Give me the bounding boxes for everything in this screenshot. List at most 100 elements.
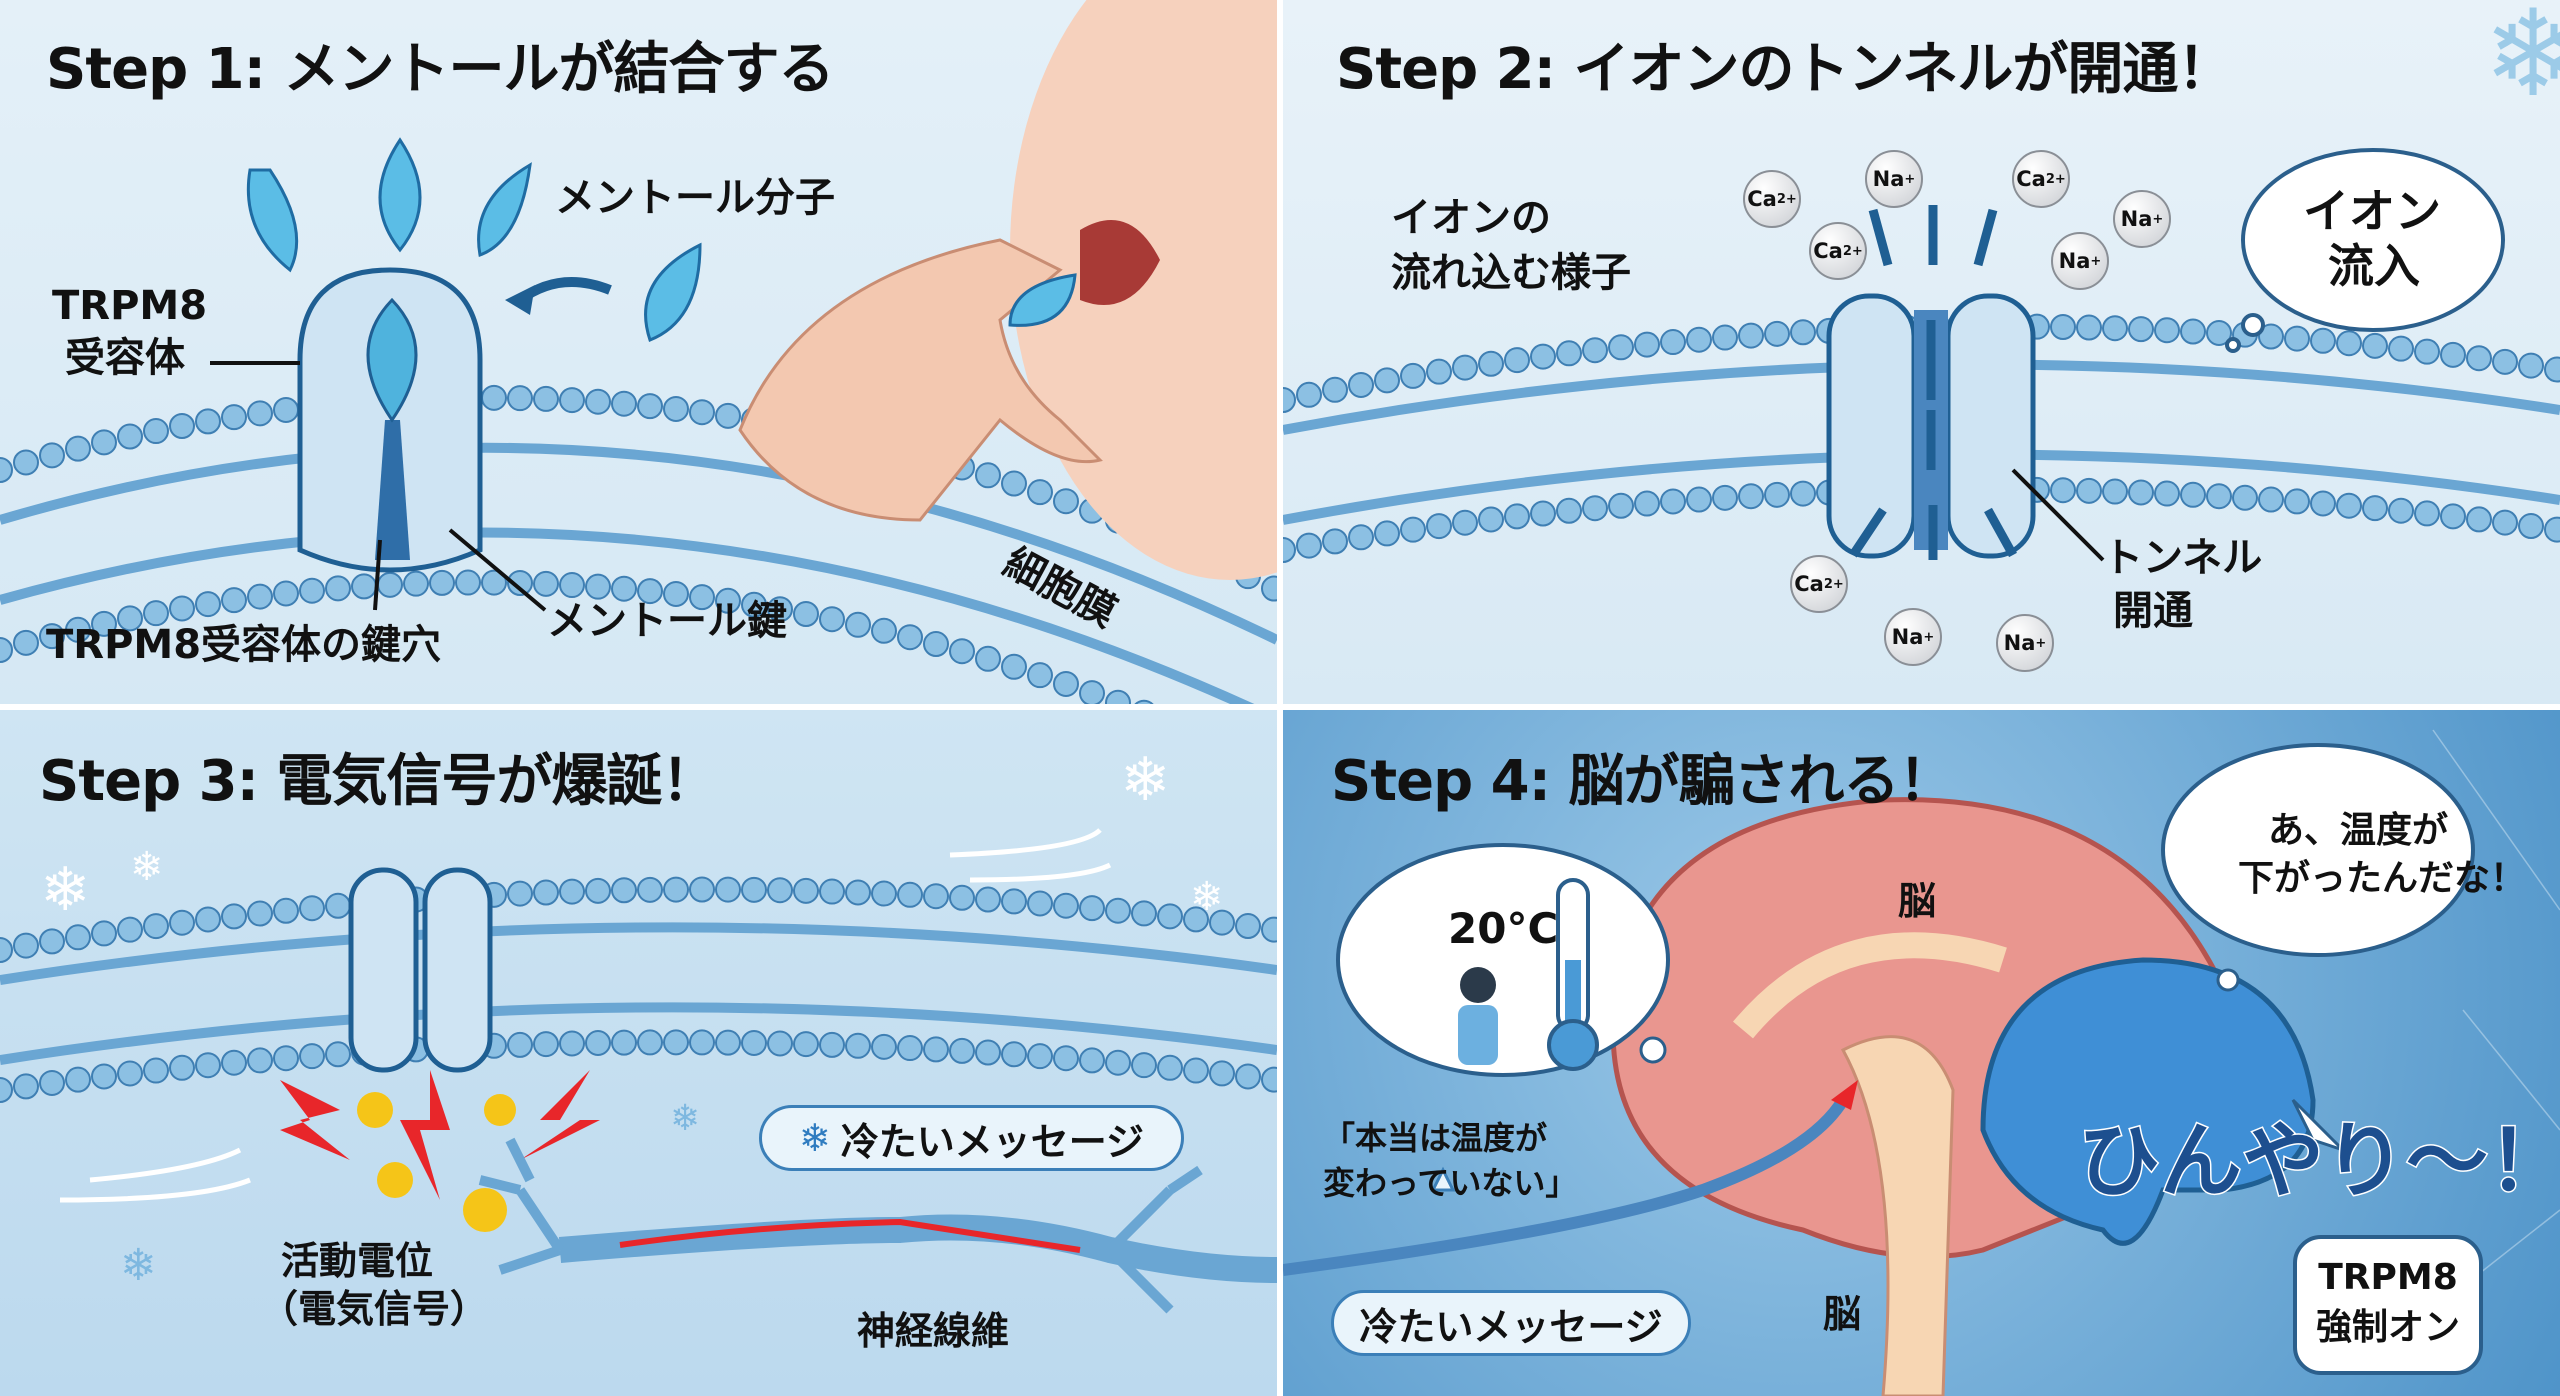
lipid-head — [299, 1043, 325, 1070]
menthol-molecule-label: メントール分子 — [555, 175, 835, 221]
cold-exclamation: ひんやり〜！ — [2076, 1113, 2560, 1211]
lipid-head — [1053, 892, 1079, 919]
lipid-head — [1105, 897, 1131, 924]
lipid-head — [949, 1037, 975, 1064]
lipid-head — [923, 1036, 949, 1063]
lipid-head — [273, 396, 299, 423]
lipid-head — [91, 429, 117, 456]
lipid-head — [2128, 479, 2154, 506]
lipid-head — [1608, 492, 1634, 519]
tunnel-label-2: 開通 — [2113, 588, 2193, 634]
brain-thought: あ、温度が — [2268, 810, 2449, 851]
lipid-head — [767, 1030, 793, 1057]
lipid-head — [2362, 495, 2388, 522]
lipid-head — [1504, 347, 1530, 374]
lipid-head — [923, 883, 949, 910]
lipid-head — [1027, 662, 1053, 689]
step3-title: Step 3: 電気信号が爆誕！ — [39, 749, 718, 814]
lipid-head — [689, 584, 715, 611]
ion-na: Na+ — [1865, 150, 1923, 208]
lipid-head — [845, 1032, 871, 1059]
lipid-head — [559, 572, 585, 599]
nerve-fiber — [558, 1214, 1277, 1283]
lipid-head — [1322, 376, 1348, 403]
channel-left — [1826, 293, 1917, 559]
lipid-head — [1235, 1063, 1261, 1090]
lipid-head — [1261, 1066, 1277, 1093]
lipid-head — [2076, 477, 2102, 504]
lipid-head — [637, 393, 663, 420]
lipid-head — [637, 876, 663, 903]
lipid-head — [2336, 492, 2362, 519]
lipid-head — [1400, 362, 1426, 389]
svg-text:❄: ❄ — [130, 844, 164, 890]
lipid-head — [871, 1033, 897, 1060]
lipid-head — [273, 897, 299, 924]
signal-illustration: ❄❄❄❄❄❄ — [0, 745, 1277, 1314]
lipid-head — [2544, 356, 2560, 383]
lipid-head — [1001, 1041, 1027, 1068]
lipid-head — [1261, 575, 1277, 602]
reality-note: 「本当は温度が — [1323, 1119, 1548, 1157]
lipid-head — [65, 924, 91, 951]
leaf-in-receptor — [366, 297, 418, 423]
lipid-head — [2440, 341, 2466, 368]
lipid-head — [2180, 318, 2206, 345]
lipid-head — [1131, 1052, 1157, 1079]
lipid-head — [0, 937, 13, 963]
lipid-head — [845, 611, 871, 638]
bubble-text: イオン — [2303, 184, 2441, 238]
lipid-head — [793, 877, 819, 904]
lipid-head — [819, 606, 845, 633]
lipid-head — [741, 876, 767, 903]
lipid-head — [1283, 387, 1296, 413]
lipid-head — [117, 1060, 143, 1087]
lipid-head — [637, 1029, 663, 1056]
lipid-head — [429, 569, 455, 596]
lipid-head — [611, 575, 637, 602]
lipid-head — [1105, 689, 1131, 704]
lipid-head — [559, 1030, 585, 1057]
lipid-head — [2050, 477, 2076, 504]
lipid-head — [533, 1031, 559, 1058]
nerve-fiber — [1283, 1096, 1849, 1276]
lipid-head — [2310, 327, 2336, 354]
lipid-head — [2362, 332, 2388, 359]
lipid-head — [715, 587, 741, 614]
lipid-head — [1556, 497, 1582, 524]
lipid-head — [715, 876, 741, 903]
lipid-head — [1261, 916, 1277, 943]
lipid-head — [767, 596, 793, 623]
lipid-head — [949, 884, 975, 911]
tunnel-label: トンネル — [2103, 535, 2263, 581]
lipid-head — [2336, 330, 2362, 357]
brainstem — [1840, 1035, 1955, 1396]
lipid-head — [221, 1049, 247, 1076]
lipid-head — [39, 442, 65, 469]
lipid-head — [1027, 890, 1053, 917]
lipid-head — [1322, 528, 1348, 555]
lipid-head — [1686, 326, 1712, 353]
lipid-head — [663, 1029, 689, 1056]
lipid-head — [2284, 325, 2310, 352]
lipid-head — [2206, 319, 2232, 346]
lipid-head — [2414, 500, 2440, 527]
svg-text:❄: ❄ — [1190, 874, 1224, 920]
lipid-head — [611, 1029, 637, 1056]
lipid-head — [1608, 334, 1634, 361]
brain-label-bottom: 脳 — [1823, 1292, 1862, 1336]
lipid-head — [1712, 324, 1738, 351]
channel-left — [348, 867, 419, 1073]
lipid-head — [1183, 906, 1209, 933]
lipid-head — [1712, 484, 1738, 511]
lipid-head — [2544, 516, 2560, 543]
lipid-head — [585, 573, 611, 600]
lipid-head — [1283, 537, 1296, 563]
lipid-head — [299, 895, 325, 922]
lipid-head — [1400, 516, 1426, 543]
lipid-head — [1530, 500, 1556, 527]
lipid-head — [143, 418, 169, 445]
lipid-head — [1660, 329, 1686, 356]
action-potential-label-2: （電気信号） — [260, 1287, 489, 1331]
lipid-head — [1348, 371, 1374, 398]
